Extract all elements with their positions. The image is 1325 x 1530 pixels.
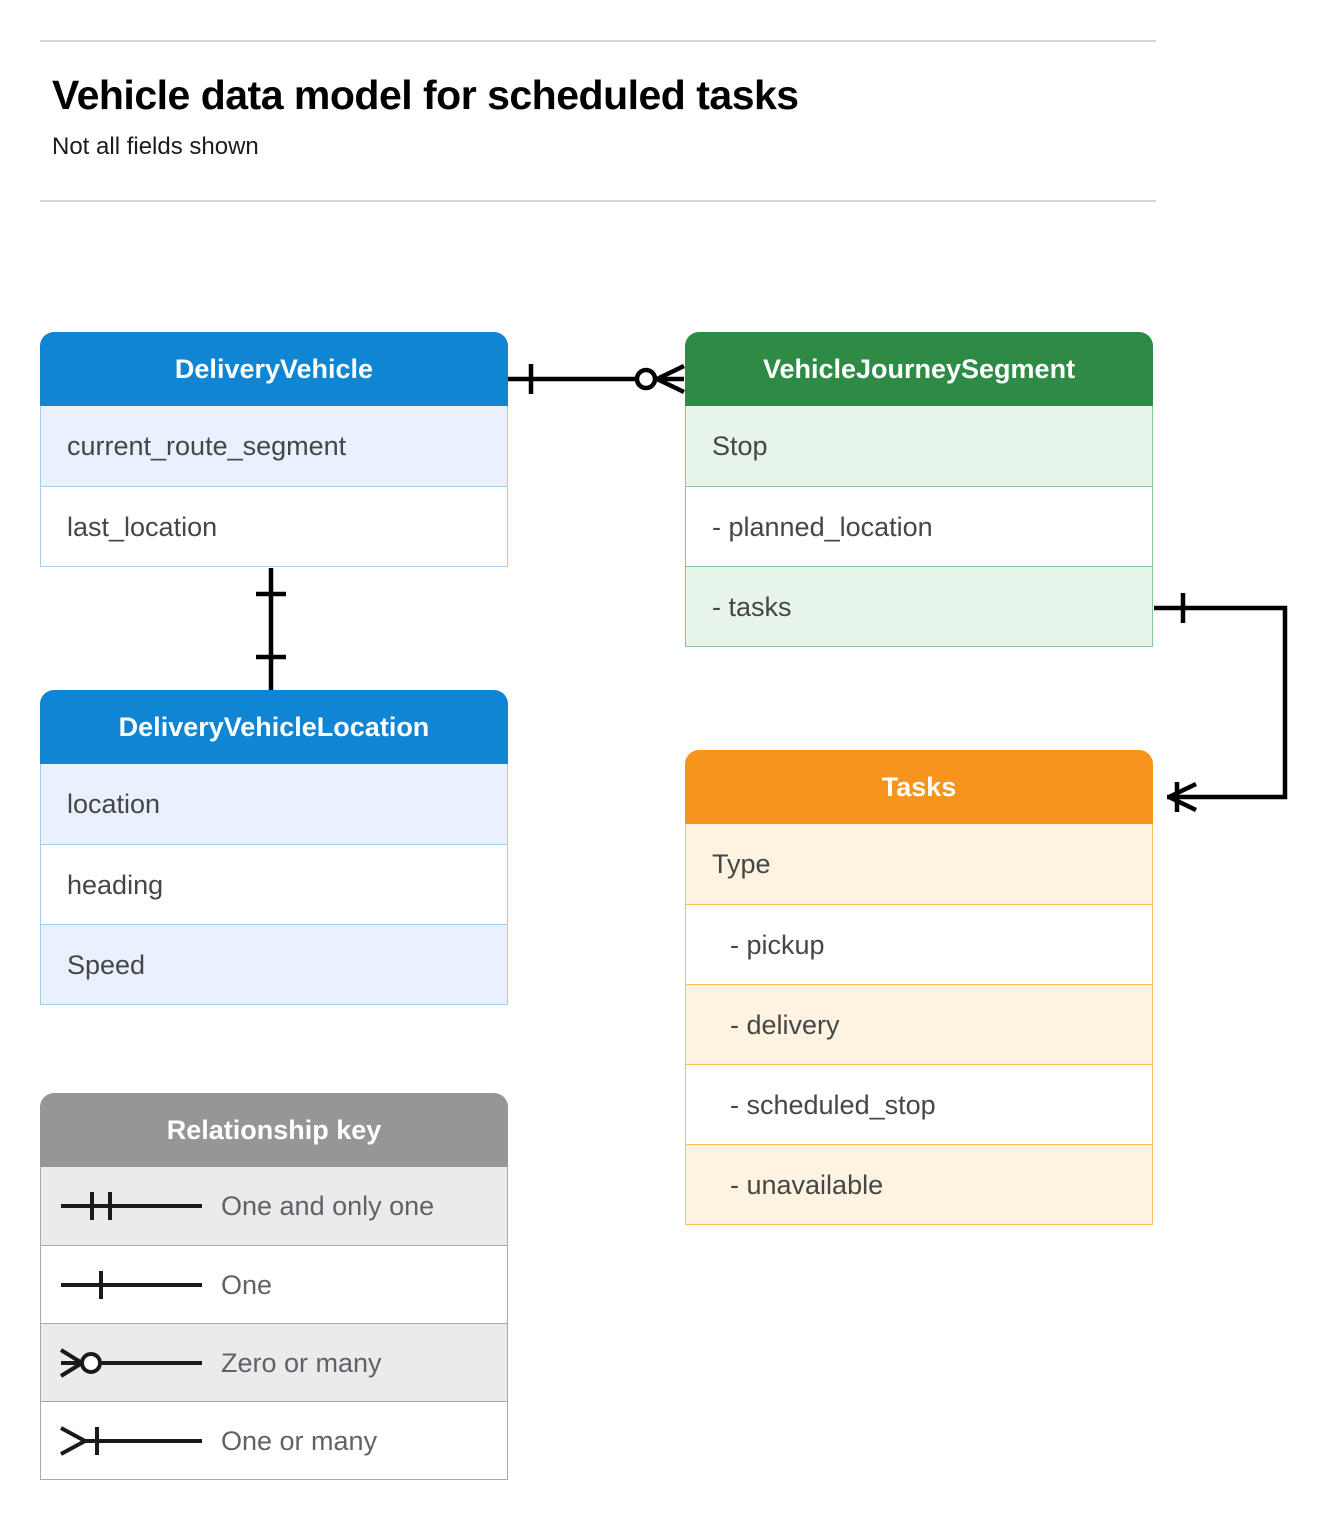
legend-item-label: One and only one: [221, 1191, 435, 1221]
entity-tasks-title: Tasks: [685, 750, 1153, 824]
entity-vehicle-journey-segment-fields: Stop - planned_location - tasks: [685, 406, 1153, 647]
field-row: - delivery: [686, 984, 1152, 1064]
field-row: - planned_location: [686, 486, 1152, 566]
legend-item-label: One or many: [221, 1426, 378, 1456]
page-subtitle: Not all fields shown: [52, 133, 259, 160]
field-row: Type: [686, 824, 1152, 904]
field-row: Stop: [686, 406, 1152, 486]
field-row: last_location: [41, 486, 507, 566]
header-divider-bottom: [40, 200, 1156, 202]
entity-delivery-vehicle-fields: current_route_segment last_location: [40, 406, 508, 567]
field-row: - scheduled_stop: [686, 1064, 1152, 1144]
legend-item-label: Zero or many: [221, 1348, 382, 1378]
one-and-only-one-symbol: [61, 1192, 202, 1220]
field-row: current_route_segment: [41, 406, 507, 486]
legend-relationship-key[interactable]: Relationship key One and only one One: [40, 1093, 508, 1480]
relationship-deliveryvehicle-vehiclejourneysegment: [508, 363, 685, 395]
field-row: - pickup: [686, 904, 1152, 984]
one-or-many-symbol: [60, 1425, 202, 1456]
field-row: Speed: [41, 924, 507, 1004]
legend-item-one-or-many: One or many: [41, 1401, 507, 1479]
legend-item-one-and-only-one: One and only one: [41, 1167, 507, 1245]
legend-item-label: One: [221, 1270, 273, 1300]
page-title: Vehicle data model for scheduled tasks: [52, 72, 799, 118]
relationship-vehiclejourneysegment-tasks: [1154, 593, 1288, 813]
field-row: heading: [41, 844, 507, 924]
one-symbol: [61, 1270, 202, 1299]
legend-item-zero-or-many: Zero or many: [41, 1323, 507, 1401]
field-row: location: [41, 764, 507, 844]
entity-delivery-vehicle-location-title: DeliveryVehicleLocation: [40, 690, 508, 764]
legend-item-one: One: [41, 1245, 507, 1323]
entity-tasks[interactable]: Tasks Type - pickup - delivery - schedul…: [685, 750, 1153, 1225]
legend-rows: One and only one One Zero: [40, 1167, 508, 1480]
entity-delivery-vehicle[interactable]: DeliveryVehicle current_route_segment la…: [40, 332, 508, 567]
field-row: - tasks: [686, 566, 1152, 646]
entity-vehicle-journey-segment-title: VehicleJourneySegment: [685, 332, 1153, 406]
entity-delivery-vehicle-title: DeliveryVehicle: [40, 332, 508, 406]
zero-or-many-symbol: [59, 1347, 202, 1378]
entity-delivery-vehicle-location[interactable]: DeliveryVehicleLocation location heading…: [40, 690, 508, 1005]
header-divider-top: [40, 40, 1156, 42]
entity-vehicle-journey-segment[interactable]: VehicleJourneySegment Stop - planned_loc…: [685, 332, 1153, 647]
entity-tasks-fields: Type - pickup - delivery - scheduled_sto…: [685, 824, 1153, 1225]
entity-delivery-vehicle-location-fields: location heading Speed: [40, 764, 508, 1005]
relationship-deliveryvehicle-deliveryvehiclelocation: [256, 568, 286, 692]
legend-title: Relationship key: [40, 1093, 508, 1167]
field-row: - unavailable: [686, 1144, 1152, 1224]
